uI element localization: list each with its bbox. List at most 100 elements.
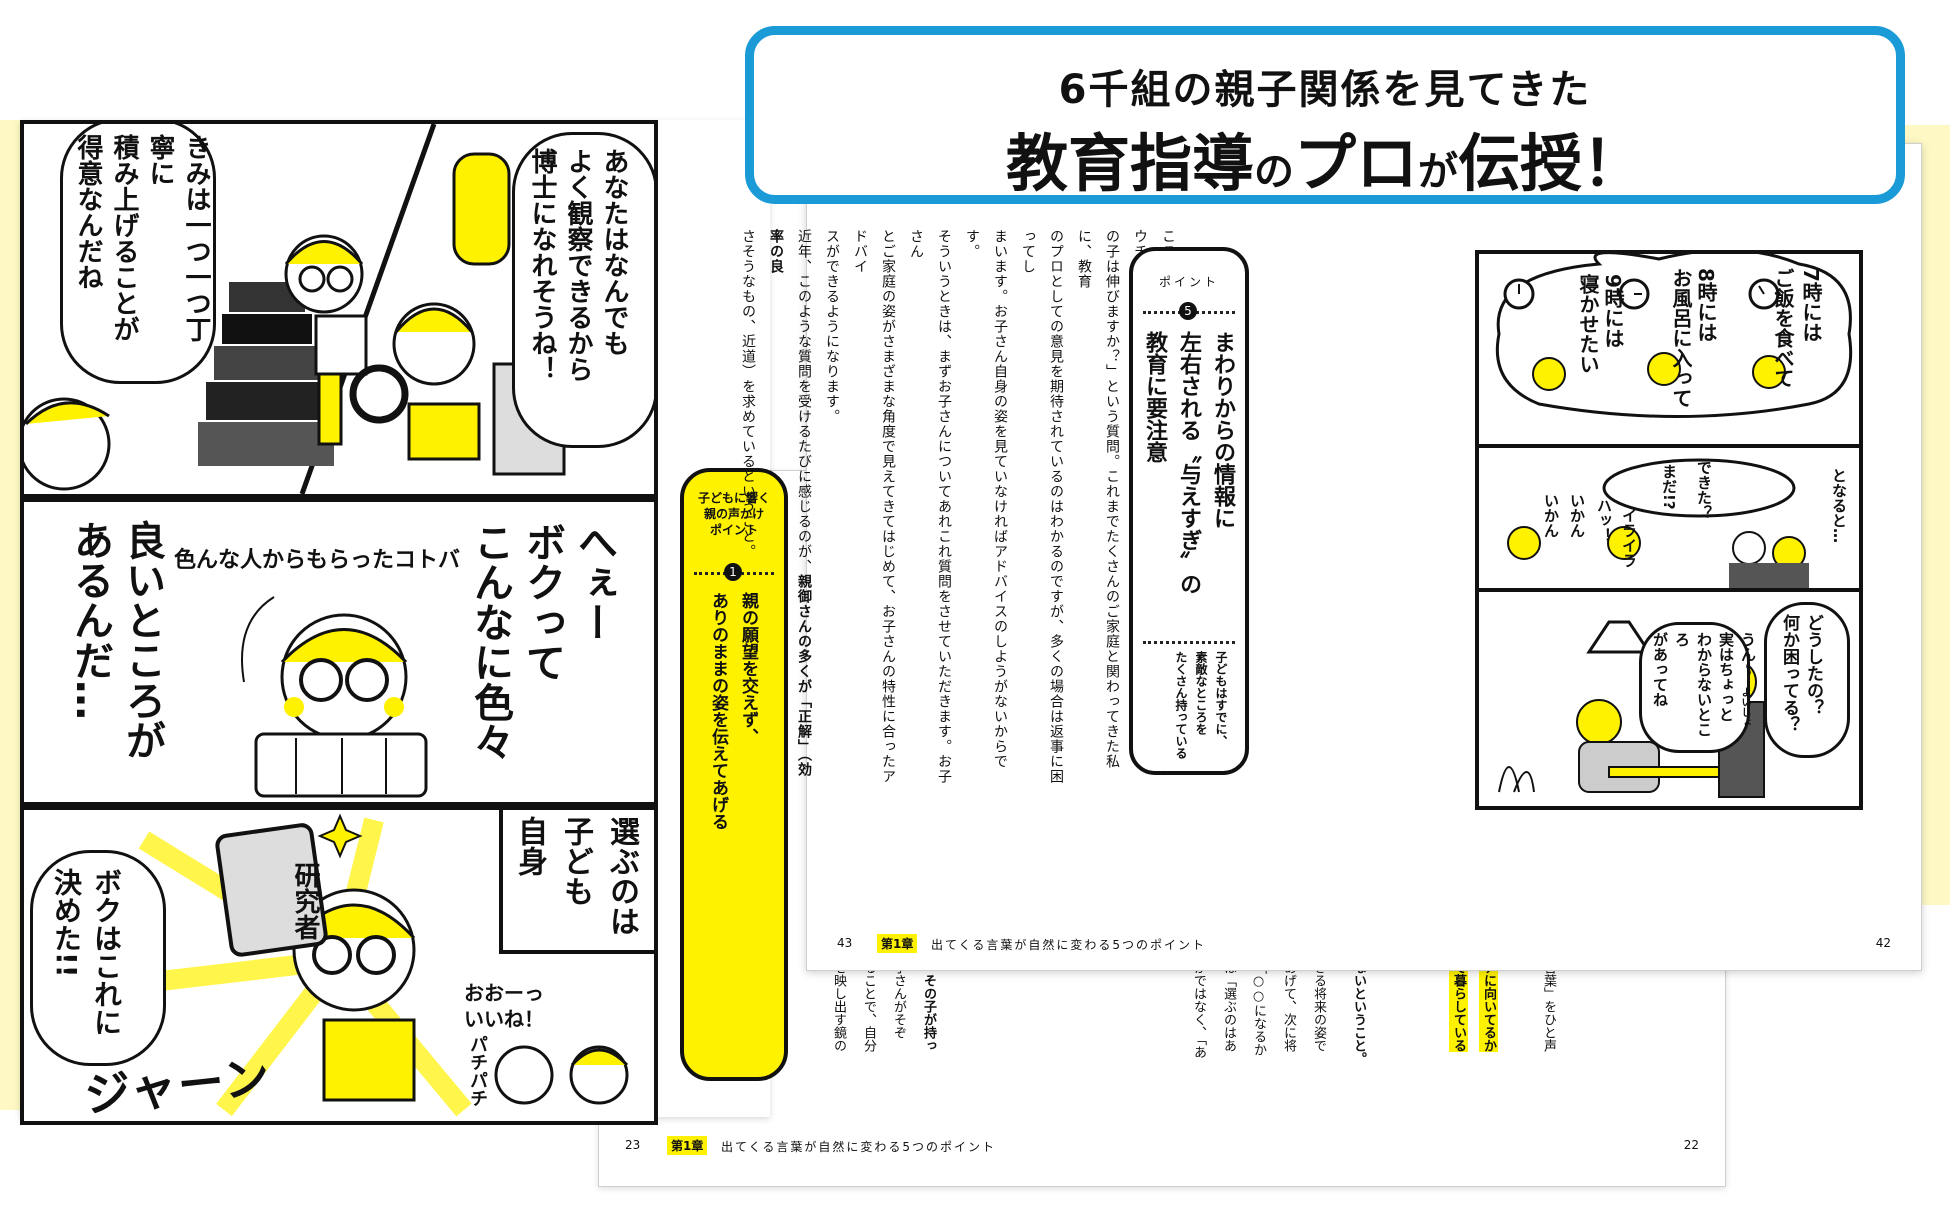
bubble-boy-decide xyxy=(30,850,166,1066)
front-chapter: 第1章 xyxy=(877,934,918,953)
panel-2-right-line-3: こんなに色々 xyxy=(467,522,513,762)
front-footer-title: 出てくる言葉が自然に変わる5つのポイント xyxy=(931,938,1207,952)
left-point-label: 子どもに響く 親の声かけ ポイント xyxy=(684,490,784,538)
back-page-column-9: かではなく、「あ xyxy=(1191,961,1206,1059)
block-tower-icon xyxy=(198,282,334,466)
right-panel-1-text-2: ご飯を食べて xyxy=(1771,268,1795,388)
back-page-column-13: を映し出す鏡の xyxy=(831,961,846,1052)
bubble-child-answer-line-1: うん～ xyxy=(1739,632,1757,677)
back-page-column-1: 言葉」をひと声 xyxy=(1541,961,1556,1052)
bubble-mom xyxy=(512,132,654,448)
clock-icon-2 xyxy=(1618,278,1650,310)
clock-icon xyxy=(1503,278,1535,310)
comic-panel-2: 色んな人からもらったコトバ 良いところがあるんだ… へぇーボクってこんなに色々 xyxy=(20,498,658,806)
back-page-column-6: あげて、次に将 xyxy=(1281,961,1296,1052)
point-5-sub-line-1: 子どもはすでに、 xyxy=(1214,651,1228,747)
bubble-dad-line-3: 得意なんだね xyxy=(73,134,103,290)
bubble-mom-ask-line-1: どうしたの？ xyxy=(1803,614,1823,716)
point-5-title-line-3: 教育に要注意 xyxy=(1142,331,1167,463)
front-page-number-right: 42 xyxy=(1875,936,1891,950)
bubble-mom-line-1: あなたはなんでも xyxy=(599,148,629,356)
back-page-column-10: 、その子が持っ xyxy=(921,961,936,1052)
back-page-chapter: 第1章 xyxy=(667,1136,708,1155)
back-page-column-2: アに向いてるか xyxy=(1479,961,1498,1052)
right-panel-2-text-2: できた？ xyxy=(1695,460,1713,520)
bubble-mom-ask-text: どうしたの？何か困ってる？ xyxy=(1777,614,1825,742)
back-page-number-right: 22 xyxy=(1683,1138,1699,1152)
bubble-dad xyxy=(60,124,216,384)
bubble-mom-text: あなたはなんでもよく観察できるから博士になれそうね！ xyxy=(524,148,632,428)
back-page-column-5: きる将来の姿で xyxy=(1311,961,1326,1052)
bubble-dad-line-2: 積み上げることが xyxy=(109,134,139,342)
right-panel-2-text-5: いかん xyxy=(1568,493,1586,538)
point-5-sub-line-2: 素敵なところを xyxy=(1194,651,1208,735)
right-panel-2-text-1: となると… xyxy=(1830,468,1848,543)
front-spread: ここ数年、子育てのご相談で必ずといっていいほど受けるのが、「何をやらせればウチの… xyxy=(740,143,1922,971)
panel-3-box-line-1: 選ぶのは xyxy=(604,816,639,936)
bubble-boy-decide-text: ボクはこれに決めた!! xyxy=(46,868,126,1048)
point-5-divider-bottom xyxy=(1143,641,1235,644)
cheer-text: おおーっいいね！ xyxy=(464,980,544,1032)
panel-3-box-line-2: 子ども xyxy=(558,816,593,906)
left-point-title-1: 親の願望を交えず、 xyxy=(738,592,758,745)
back-page-column-11: 子さんがそぞ xyxy=(891,961,906,1039)
bubble-dad-line-1: きみは一つ一つ丁寧に xyxy=(145,134,211,342)
banner-line-1: 6千組の親子関係を見てきた xyxy=(1058,67,1592,113)
bubble-child-answer-line-3: わからないところ xyxy=(1673,632,1713,737)
panel-3-box-right xyxy=(499,810,654,954)
comic-panel-3: ボクはこれに決めた!! 選ぶのは子ども自身 研究者 ジャーン おおーっいいね！ … xyxy=(20,806,658,1125)
panel-1-art xyxy=(24,124,566,494)
panel-2-left-line-1: 良いところが xyxy=(119,520,165,760)
panel-2-left-line-2: あるんだ… xyxy=(67,520,113,720)
left-point-title-2: ありのままの姿を伝えてあげる xyxy=(708,592,728,830)
panel-2-caption: 色んな人からもらったコトバ xyxy=(174,548,461,573)
back-page-column-3: で暮らしている xyxy=(1449,961,1468,1052)
right-comic-panel-1: 7時にはご飯を食べて 8時にはお風呂に入って 9時には寝かせたい xyxy=(1475,250,1863,448)
body-line-4: まいます。お子さん自身の姿を見ていなければアドバイスのしようがないからです。 xyxy=(964,229,1008,769)
banner-line-2-part-4: が xyxy=(1418,149,1458,195)
back-page-number-left: 23 xyxy=(625,1138,641,1152)
point-5-label: ポイント xyxy=(1158,275,1219,289)
point-5-title-line-1: まわりからの情報に xyxy=(1210,331,1235,529)
bubble-child-answer xyxy=(1639,622,1750,753)
cheer-line-2: いいね！ xyxy=(464,1007,544,1031)
bubble-boy-decide-line-2: 決めた!! xyxy=(50,868,83,978)
banner-line-2-part-2: の xyxy=(1253,149,1294,195)
back-page-column-7: 「○○になるか xyxy=(1251,961,1266,1056)
body-line-3: のプロとしての意見を期待されているのはわかるのですが、多くの場合は返事に困ってし xyxy=(1020,229,1064,784)
right-panel-1-text-6: 寝かせたい xyxy=(1576,274,1600,374)
right-comic-panel-3: どうしたの？何か困ってる？ うん～実はちょっとわからないところがあってね よいし… xyxy=(1475,588,1863,810)
left-point-number-badge: 1 xyxy=(724,563,742,581)
yoisho-text: よいしょ xyxy=(1739,687,1750,727)
back-page-column-8: は「選ぶのはあ xyxy=(1221,961,1236,1052)
left-point-label-2: 親の声かけ xyxy=(703,507,764,521)
front-footer: 43 第1章 出てくる言葉が自然に変わる5つのポイント 42 xyxy=(807,934,1921,954)
body-line-6: とご家庭の姿がさまざまな角度で見えてきてはじめて、お子さんの特性に合ったアドバイ xyxy=(852,229,896,784)
bubble-boy-decide-line-1: ボクはこれに xyxy=(90,868,123,1036)
panel-2-text-right: へぇーボクってこんなに色々 xyxy=(464,522,620,792)
bubble-mom-ask xyxy=(1764,602,1850,758)
comic-panel-1: きみは一つ一つ丁寧に積み上げることが得意なんだね あなたはなんでもよく観察できる… xyxy=(20,120,658,498)
point-5-subtitle: 子どもはすでに、素敵なところをたくさん持っている xyxy=(1151,651,1231,761)
bubble-mom-ask-line-2: 何か困ってる？ xyxy=(1779,614,1799,733)
back-page-footer: 23 第1章 出てくる言葉が自然に変わる5つのポイント 22 xyxy=(599,1136,1725,1156)
panel-3-box-line-3: 自身 xyxy=(512,816,547,876)
right-panel-2-art xyxy=(1507,458,1809,588)
panel-2-text-left: 良いところがあるんだ… xyxy=(64,520,168,790)
body-line-2: の子は伸びますか？」という質問。これまでたくさんのご家庭と関わってきた私に、教育 xyxy=(1076,229,1120,769)
left-point-label-3: ポイント xyxy=(709,523,758,537)
right-panel-1-text-1: 7時には xyxy=(1799,268,1823,342)
point-5-sub-line-3: たくさん持っている xyxy=(1174,651,1188,759)
left-comic-page: きみは一つ一つ丁寧に積み上げることが得意なんだね あなたはなんでもよく観察できる… xyxy=(20,120,770,1125)
right-panel-1-text-3: 8時には xyxy=(1694,268,1718,342)
right-panel-1-text-4: お風呂に入って xyxy=(1669,268,1693,408)
bubble-mom-line-3: 博士になれそうね！ xyxy=(527,148,557,382)
right-panel-1-text-5: 9時には xyxy=(1601,274,1625,348)
bubble-child-answer-line-4: があってね xyxy=(1651,632,1669,707)
body-line-7: スができるようになります。 xyxy=(824,229,840,424)
right-panel-1-art xyxy=(1495,254,1853,418)
banner-line-2: 教育指導のプロが伝授！ xyxy=(754,113,1896,203)
point-5-title: まわりからの情報に左右される〝与えすぎ〟の教育に要注意 xyxy=(1139,331,1239,631)
research-card: 研究者 xyxy=(290,862,320,940)
back-page-column-4: ないということ。 xyxy=(1351,961,1366,1065)
